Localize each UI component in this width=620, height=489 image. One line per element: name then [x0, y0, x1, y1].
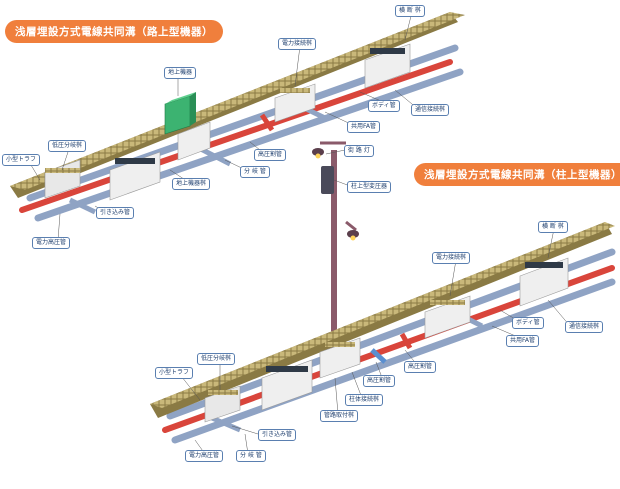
bottom-system [150, 222, 616, 455]
label-top-comm-box: 通信接続桝 [411, 104, 450, 116]
label-bottom-lv-branch-box: 低圧分岐桝 [197, 353, 236, 365]
label-bottom-small-trough: 小型トラフ [155, 367, 194, 379]
top-box-ground-equipment [109, 151, 161, 201]
label-top-body-pipe: ボディ管 [368, 100, 400, 112]
label-bottom-power-hv-pipe: 電力高圧管 [185, 450, 224, 462]
label-top-power-hv-pipe: 電力高圧管 [32, 237, 71, 249]
street-light-lamp [312, 148, 324, 156]
label-bottom-comm-box: 通信接続桝 [565, 321, 604, 333]
label-top-branch-pipe: 分 岐 管 [240, 166, 270, 178]
bottom-branch-red [399, 332, 413, 350]
label-pole-transformer: 柱上型変圧器 [347, 181, 392, 193]
bottom-box-comm [519, 257, 569, 307]
label-bottom-pole-box: 柱体接続桝 [345, 394, 384, 406]
label-top-service-pipe: 引き込み管 [96, 207, 135, 219]
label-bottom-power-box: 電力接続桝 [432, 252, 471, 264]
pole-transformer [321, 166, 334, 194]
utility-pole [312, 141, 359, 360]
label-street-light: 街 路 灯 [344, 145, 374, 157]
street-light-lower [347, 230, 359, 238]
bottom-box-pole [319, 337, 361, 379]
bottom-box-left [261, 359, 313, 411]
label-top-lv-branch-box: 低圧分岐桝 [48, 140, 87, 152]
top-trough-surface [10, 12, 465, 190]
title-top: 浅層埋設方式電線共同溝（路上型機器） [5, 20, 223, 43]
bottom-box-lv-branch [204, 385, 241, 423]
top-service-pipe [68, 197, 97, 215]
top-branch-red [259, 113, 275, 132]
top-system [10, 11, 465, 241]
bottom-trough-surface [150, 222, 615, 408]
bottom-branch-b [370, 348, 387, 364]
label-top-hv-pipe: 高圧割管 [254, 149, 287, 161]
label-bottom-shared-fa: 共用FA管 [506, 335, 540, 347]
label-bottom-conduit-box: 管路取付桝 [320, 410, 359, 422]
label-top-ground-equipment: 地上機器 [164, 67, 197, 79]
label-bottom-hv-pipe-right: 高圧割管 [404, 361, 437, 373]
label-top-small-trough: 小型トラフ [2, 154, 41, 166]
label-bottom-cross-box: 横 断 桝 [538, 221, 568, 233]
top-box-comm [364, 43, 411, 89]
label-top-shared-fa: 共用FA管 [347, 121, 381, 133]
label-bottom-hv-pipe-left: 高圧割管 [363, 375, 396, 387]
ground-equipment [164, 92, 196, 135]
label-bottom-branch-pipe: 分 岐 管 [236, 450, 266, 462]
top-red-pipe [19, 59, 453, 213]
top-box-power [274, 83, 316, 123]
top-box-branch [177, 121, 211, 161]
label-bottom-body-pipe: ボディ管 [512, 317, 544, 329]
bottom-gray-pipe-front [171, 278, 616, 444]
top-gray-pipe-front [34, 68, 464, 222]
top-box-lv-branch [44, 159, 81, 199]
bottom-box-power [424, 295, 471, 339]
label-top-ground-equipment-box: 地上機器桝 [172, 178, 211, 190]
label-bottom-service-pipe: 引き込み管 [258, 429, 297, 441]
label-top-cross-box: 横 断 桝 [395, 5, 425, 17]
bottom-service-pipe [211, 415, 241, 433]
title-bottom: 浅層埋設方式電線共同溝（柱上型機器） [414, 163, 620, 186]
label-top-power-box: 電力接続桝 [278, 38, 317, 50]
